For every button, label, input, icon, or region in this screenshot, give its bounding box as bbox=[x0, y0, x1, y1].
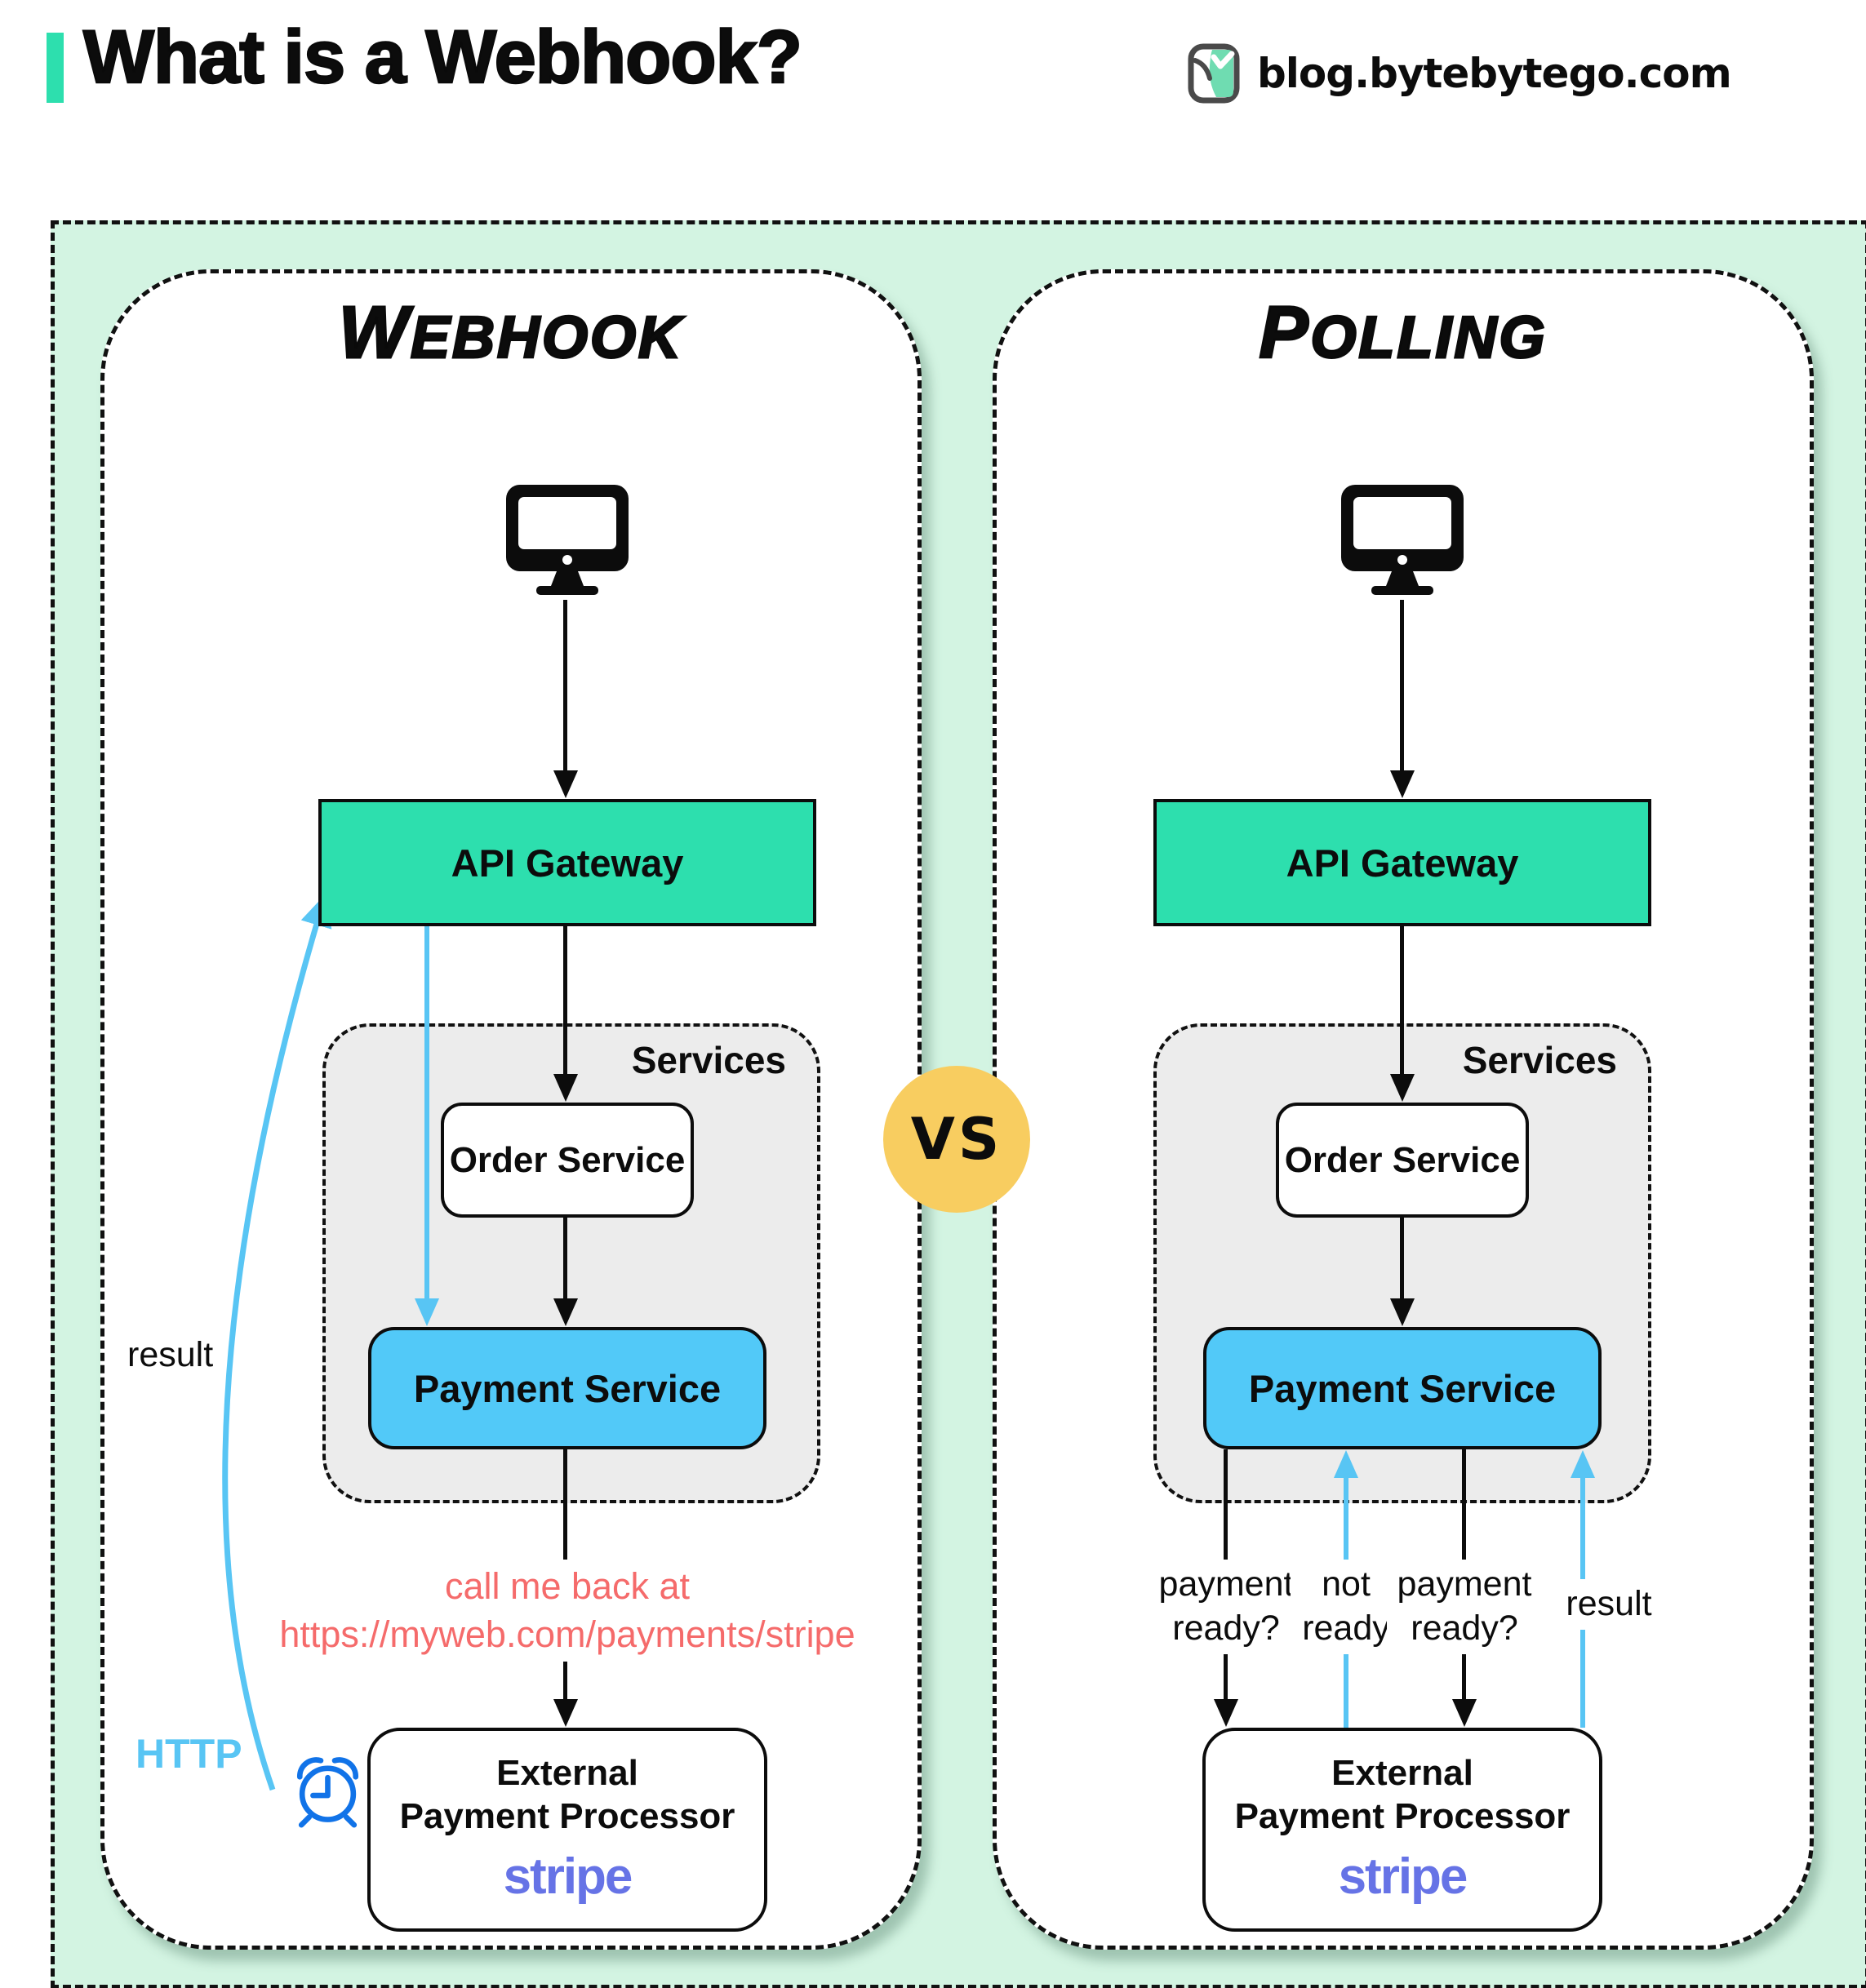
comparison-container: Webhook API Gateway Services bbox=[51, 220, 1866, 1988]
poll-request-label-2: payment ready? bbox=[1387, 1560, 1542, 1654]
payment-service-box: Payment Service bbox=[368, 1327, 766, 1449]
webhook-panel-title: Webhook bbox=[338, 291, 683, 375]
bytebytego-logo-icon bbox=[1185, 42, 1244, 104]
webhook-panel: Webhook API Gateway Services bbox=[100, 269, 922, 1950]
stripe-logo: stripe bbox=[1338, 1848, 1468, 1905]
alarm-clock-icon bbox=[289, 1751, 367, 1828]
order-to-payment-arrow bbox=[563, 1218, 567, 1301]
payment-service-label: Payment Service bbox=[413, 1366, 722, 1410]
order-service-label: Order Service bbox=[1284, 1139, 1521, 1180]
client-to-gateway-arrow bbox=[563, 600, 567, 773]
payment-service-label: Payment Service bbox=[1248, 1366, 1557, 1410]
order-to-payment-arrow bbox=[1400, 1218, 1404, 1301]
page-title: What is a Webhook? bbox=[82, 15, 803, 100]
callback-note-line1: call me back at bbox=[444, 1565, 691, 1607]
title-accent-bar bbox=[47, 33, 64, 103]
payment-service-box: Payment Service bbox=[1203, 1327, 1602, 1449]
gateway-to-payment-callback-arrow bbox=[424, 926, 429, 1301]
stripe-logo: stripe bbox=[503, 1848, 633, 1905]
api-gateway-label: API Gateway bbox=[451, 841, 684, 885]
http-arrow-label: HTTP bbox=[136, 1731, 242, 1777]
vs-badge: VS bbox=[883, 1066, 1030, 1213]
result-arrow-label: result bbox=[127, 1335, 214, 1374]
order-service-box: Order Service bbox=[441, 1103, 694, 1218]
brand-text: blog.bytebytego.com bbox=[1257, 50, 1732, 97]
order-service-box: Order Service bbox=[1276, 1103, 1529, 1218]
external-processor-line2: Payment Processor bbox=[399, 1795, 735, 1836]
gateway-to-order-arrow bbox=[1400, 926, 1404, 1076]
poll-request-label-1: payment ready? bbox=[1148, 1560, 1304, 1654]
gateway-to-order-arrow bbox=[563, 926, 567, 1076]
poll-response-label-2: result bbox=[1555, 1579, 1663, 1630]
poll-response-label-1: not ready bbox=[1291, 1560, 1402, 1654]
polling-panel: Polling API Gateway Services Order bbox=[993, 269, 1814, 1950]
client-computer-icon bbox=[498, 481, 637, 600]
external-processor-box: External Payment Processor stripe bbox=[367, 1728, 767, 1932]
external-processor-line1: External bbox=[496, 1753, 638, 1793]
external-processor-box: External Payment Processor stripe bbox=[1202, 1728, 1602, 1932]
client-to-gateway-arrow bbox=[1400, 600, 1404, 773]
services-group-label: Services bbox=[1462, 1039, 1617, 1081]
order-service-label: Order Service bbox=[449, 1139, 686, 1180]
callback-note: call me back at https://myweb.com/paymen… bbox=[273, 1560, 861, 1662]
polling-panel-title: Polling bbox=[1258, 291, 1548, 375]
external-processor-line2: Payment Processor bbox=[1234, 1795, 1571, 1836]
api-gateway-box: API Gateway bbox=[318, 799, 816, 926]
api-gateway-box: API Gateway bbox=[1153, 799, 1651, 926]
brand: blog.bytebytego.com bbox=[1185, 42, 1732, 104]
callback-note-line2: https://myweb.com/payments/stripe bbox=[279, 1613, 855, 1655]
client-computer-icon bbox=[1333, 481, 1472, 600]
services-group-label: Services bbox=[631, 1039, 786, 1081]
api-gateway-label: API Gateway bbox=[1286, 841, 1519, 885]
external-processor-line1: External bbox=[1331, 1753, 1473, 1793]
